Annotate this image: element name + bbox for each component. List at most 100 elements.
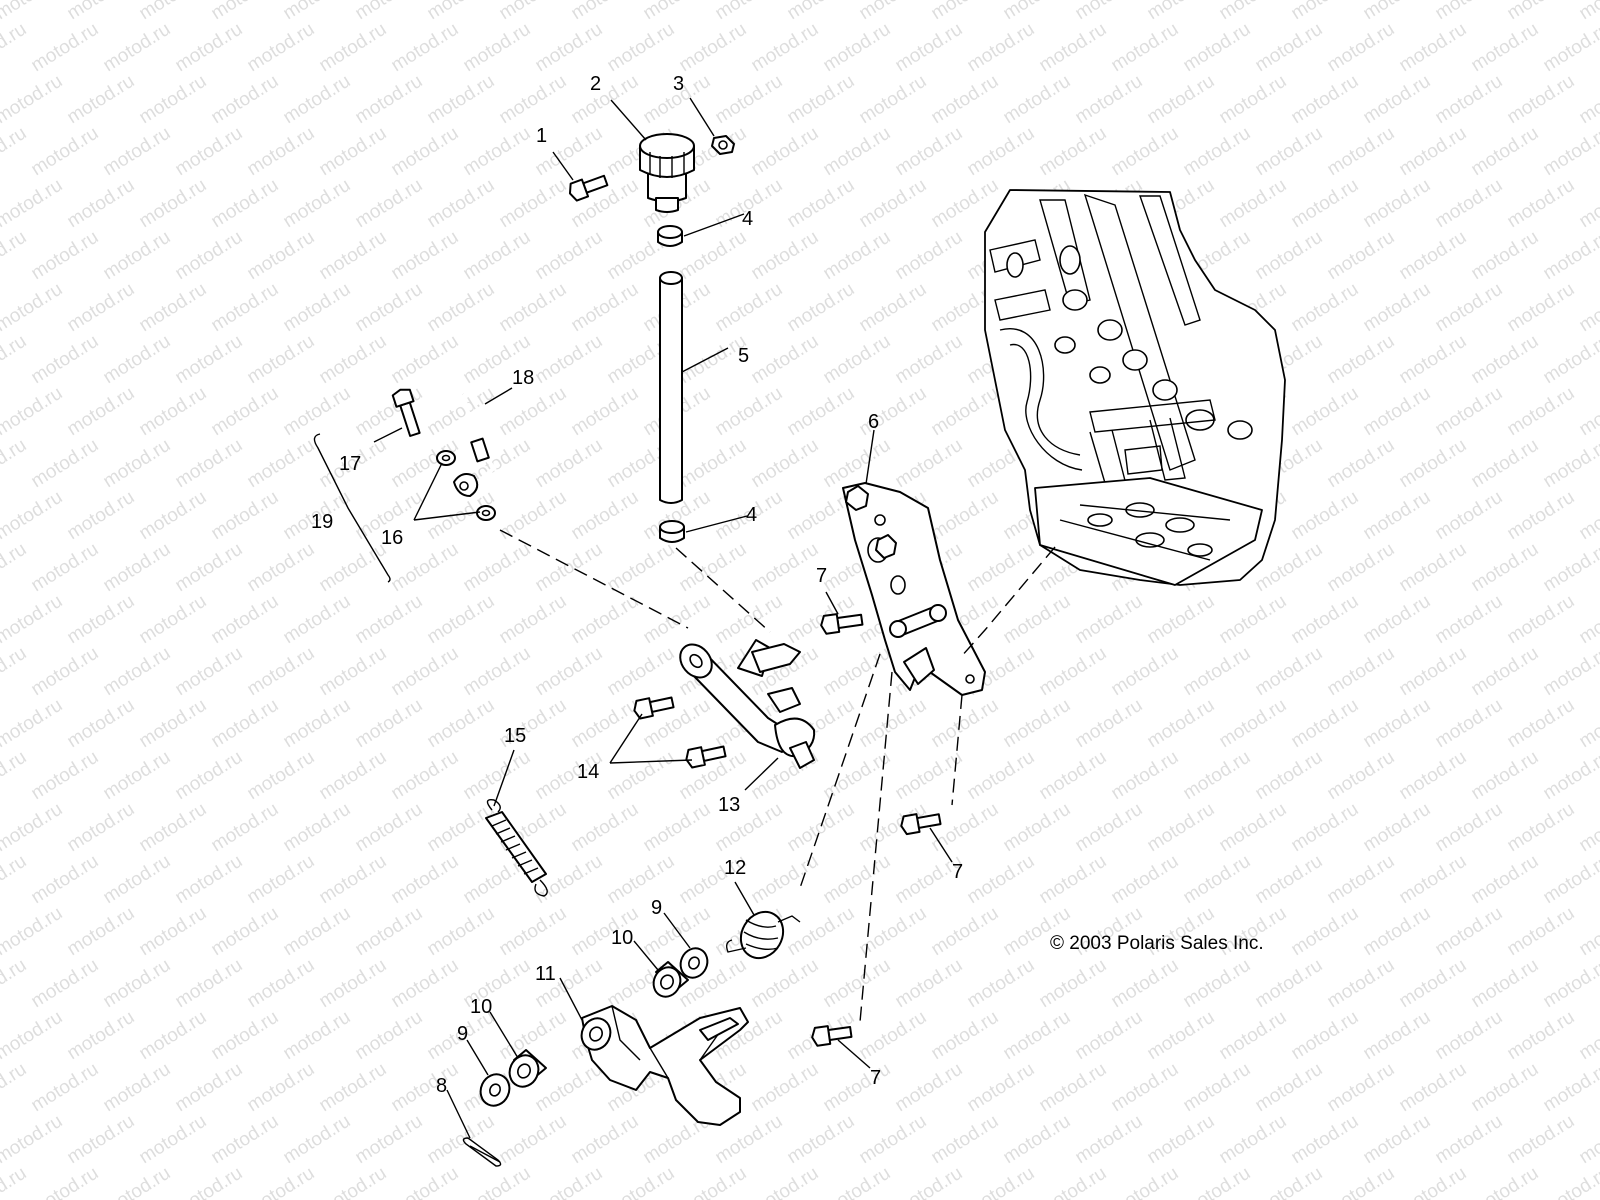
watermark-text: motod.ru (1252, 19, 1327, 77)
callout-16: 16 (381, 527, 403, 549)
watermark-text: motod.ru (100, 19, 175, 77)
watermark-text: motod.ru (532, 19, 607, 77)
watermark-text: motod.ru (388, 227, 463, 285)
watermark-text: motod.ru (64, 1007, 139, 1065)
watermark-text: motod.ru (424, 383, 499, 441)
watermark-text: motod.ru (280, 383, 355, 441)
watermark-text: motod.ru (820, 331, 895, 389)
watermark-text: motod.ru (964, 851, 1039, 909)
watermark-text: motod.ru (1252, 643, 1327, 701)
callout-labels: 1 2 3 4 5 18 17 19 16 4 6 7 15 14 13 7 1… (311, 73, 963, 1097)
watermark-text: motod.ru (28, 123, 103, 181)
watermark-text: motod.ru (1324, 123, 1399, 181)
watermark-text: motod.ru (244, 851, 319, 909)
watermark-text: motod.ru (424, 799, 499, 857)
washer-9-upper (679, 947, 709, 979)
callout-7-middle: 7 (952, 861, 963, 883)
watermark-text: motod.ru (64, 903, 139, 961)
watermark-text: motod.ru (568, 799, 643, 857)
watermark-text: motod.ru (352, 695, 427, 753)
watermark-text: motod.ru (388, 955, 463, 1013)
watermark-text: motod.ru (1108, 1163, 1183, 1200)
watermark-text: motod.ru (316, 747, 391, 805)
watermark-text: motod.ru (1468, 331, 1543, 389)
watermark-text: motod.ru (748, 123, 823, 181)
watermark-text: motod.ru (1324, 643, 1399, 701)
watermark-text: motod.ru (1108, 747, 1183, 805)
watermark-text: motod.ru (28, 19, 103, 77)
watermark-text: motod.ru (1432, 279, 1507, 337)
watermark-text: motod.ru (0, 539, 30, 597)
watermark-text: motod.ru (1540, 851, 1600, 909)
watermark-text: motod.ru (0, 19, 30, 77)
watermark-text: motod.ru (568, 695, 643, 753)
watermark-text: motod.ru (568, 71, 643, 129)
watermark-text: motod.ru (244, 1163, 319, 1200)
brake-pedal-11 (580, 1005, 749, 1126)
watermark-text: motod.ru (1288, 1007, 1363, 1065)
watermark-text: motod.ru (1396, 331, 1471, 389)
watermark-text: motod.ru (568, 0, 643, 24)
watermark-text: motod.ru (1396, 1059, 1471, 1117)
watermark-text: motod.ru (604, 643, 679, 701)
watermark-text: motod.ru (316, 1163, 391, 1200)
watermark-text: motod.ru (1252, 955, 1327, 1013)
bolt-14-lower (685, 745, 727, 769)
watermark-text: motod.ru (1504, 383, 1579, 441)
watermark-text: motod.ru (136, 383, 211, 441)
watermark-text: motod.ru (856, 0, 931, 24)
watermark-text: motod.ru (1072, 0, 1147, 24)
watermark-text: motod.ru (1288, 175, 1363, 233)
hose-clamp-4-upper (657, 225, 683, 247)
bushing-10-lower (508, 1049, 547, 1088)
watermark-text: motod.ru (460, 227, 535, 285)
watermark-text: motod.ru (280, 1111, 355, 1169)
watermark-text: motod.ru (1288, 591, 1363, 649)
bolt-7-middle (900, 813, 942, 836)
watermark-text: motod.ru (748, 539, 823, 597)
watermark-text: motod.ru (1540, 19, 1600, 77)
watermark-text: motod.ru (712, 591, 787, 649)
watermark-text: motod.ru (172, 1163, 247, 1200)
watermark-text: motod.ru (1216, 1111, 1291, 1169)
callout-18: 18 (512, 367, 534, 389)
callout-17: 17 (339, 453, 361, 475)
watermark-text: motod.ru (1144, 0, 1219, 24)
watermark-text: motod.ru (0, 0, 66, 24)
watermark-text: motod.ru (208, 71, 283, 129)
watermark-text: motod.ru (1180, 851, 1255, 909)
watermark-text: motod.ru (1432, 487, 1507, 545)
callout-4-upper: 4 (742, 208, 753, 230)
watermark-text: motod.ru (1000, 71, 1075, 129)
watermark-text: motod.ru (64, 383, 139, 441)
watermark-text: motod.ru (100, 1163, 175, 1200)
bolt-1 (568, 174, 609, 202)
watermark-text: motod.ru (316, 331, 391, 389)
watermark-text: motod.ru (1108, 643, 1183, 701)
watermark-text: motod.ru (28, 539, 103, 597)
watermark-text: motod.ru (712, 71, 787, 129)
watermark-text: motod.ru (1216, 71, 1291, 129)
watermark-text: motod.ru (424, 175, 499, 233)
hose-5 (659, 271, 683, 504)
watermark-text: motod.ru (964, 747, 1039, 805)
watermark-text: motod.ru (208, 903, 283, 961)
watermark-text: motod.ru (244, 435, 319, 493)
mounting-plate-6 (842, 482, 986, 696)
watermark-text: motod.ru (712, 0, 787, 24)
watermark-text: motod.ru (1036, 1059, 1111, 1117)
watermark-text: motod.ru (1504, 279, 1579, 337)
watermark-text: motod.ru (1252, 123, 1327, 181)
watermark-text: motod.ru (928, 71, 1003, 129)
watermark-text: motod.ru (496, 903, 571, 961)
watermark-text: motod.ru (100, 643, 175, 701)
watermark-text: motod.ru (928, 1111, 1003, 1169)
watermark-text: motod.ru (172, 1059, 247, 1117)
bolt-7-upper (820, 613, 864, 635)
watermark-text: motod.ru (1540, 955, 1600, 1013)
watermark-text: motod.ru (856, 1111, 931, 1169)
watermark-text: motod.ru (1288, 1111, 1363, 1169)
watermark-text: motod.ru (208, 695, 283, 753)
watermark-text: motod.ru (1540, 1059, 1600, 1117)
watermark-text: motod.ru (1468, 1163, 1543, 1200)
